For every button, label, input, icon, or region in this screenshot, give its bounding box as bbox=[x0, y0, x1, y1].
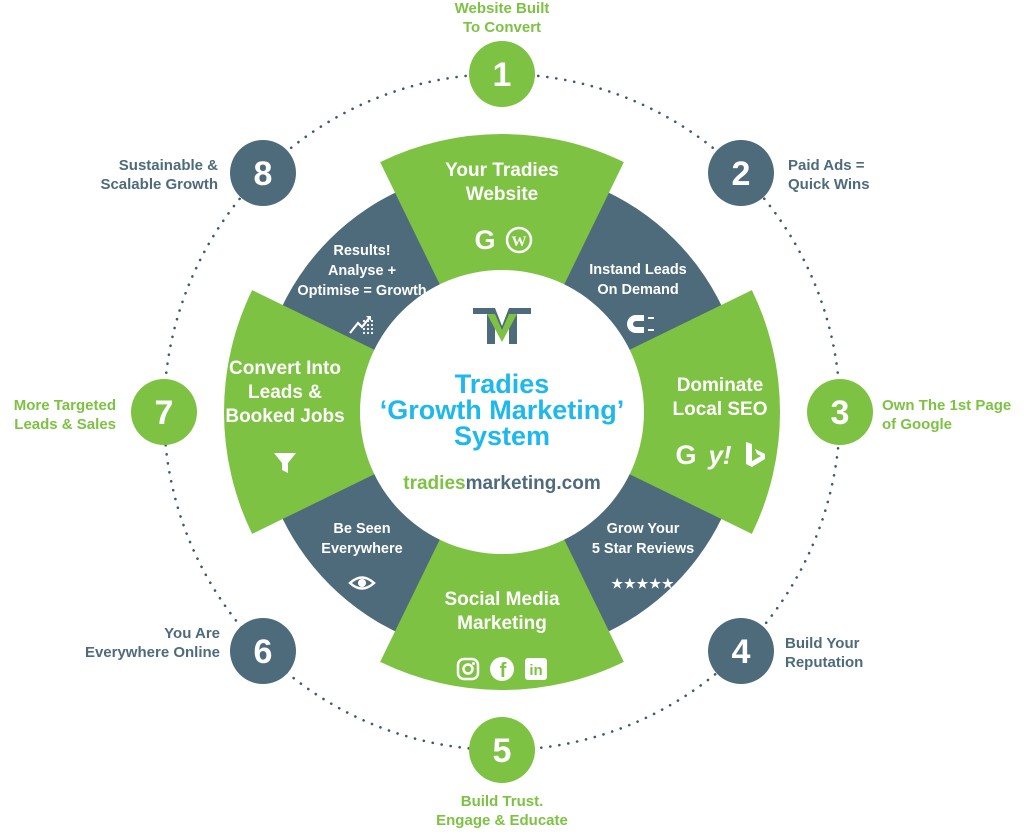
step-2-label-line-2: Quick Wins bbox=[788, 176, 870, 193]
tm-logo bbox=[473, 308, 531, 344]
step-4-number: 4 bbox=[732, 633, 751, 671]
segment-4-title-line-2: 5 Star Reviews bbox=[592, 541, 694, 557]
segment-7-title-line-1: Convert Into bbox=[229, 358, 341, 379]
segment-5-title-line-1: Social Media bbox=[444, 589, 560, 610]
step-8-label-line-2: Scalable Growth bbox=[100, 176, 218, 193]
step-8-label-line-1: Sustainable & bbox=[119, 157, 218, 174]
svg-text:y!: y! bbox=[706, 440, 731, 470]
segment-6-title-line-2: Everywhere bbox=[321, 541, 402, 557]
step-4-label-line-1: Build Your bbox=[785, 635, 860, 652]
center-domain: tradiesmarketing.com bbox=[403, 473, 600, 494]
google-icon: G bbox=[474, 225, 495, 255]
segment-7-title-line-3: Booked Jobs bbox=[225, 406, 344, 427]
yahoo-icon: y! bbox=[706, 440, 731, 470]
segment-2-title-line-2: On Demand bbox=[597, 282, 678, 298]
wheel-segment-5 bbox=[380, 501, 624, 691]
magnet-icon bbox=[627, 315, 654, 333]
svg-text:G: G bbox=[675, 440, 696, 470]
center-circle bbox=[360, 270, 644, 554]
center-title-line-2: ‘Growth Marketing’ bbox=[380, 395, 625, 425]
step-6-badge bbox=[229, 618, 296, 685]
step-7-number: 7 bbox=[155, 394, 174, 432]
step-4-label-line-2: Reputation bbox=[785, 654, 863, 671]
step-3-label-line-2: of Google bbox=[882, 416, 952, 433]
segment-7-title-line-2: Leads & bbox=[248, 382, 322, 403]
segment-2-title-line-1: Instand Leads bbox=[589, 262, 687, 278]
svg-text:in: in bbox=[529, 662, 542, 679]
domain-part-marketing: marketing.com bbox=[466, 473, 601, 494]
segment-4-title-line-1: Grow Your bbox=[607, 521, 680, 537]
step-1-label-line-2: To Convert bbox=[463, 19, 541, 36]
step-badges: 1 Website Built To Convert 2 Paid Ads = Quick… bbox=[14, 0, 1011, 829]
step-5-label-line-2: Engage & Educate bbox=[436, 812, 568, 829]
svg-text:★★★★★: ★★★★★ bbox=[611, 576, 674, 591]
facebook-icon: f bbox=[490, 657, 514, 682]
step-1-number: 1 bbox=[493, 56, 512, 94]
step-6-label-line-1: You Are bbox=[164, 625, 220, 642]
eye-icon bbox=[348, 576, 376, 590]
step-8-badge bbox=[229, 139, 296, 206]
segment-6-title-line-1: Be Seen bbox=[333, 521, 390, 537]
step-5-badge bbox=[469, 717, 535, 783]
growth-chart-icon bbox=[349, 316, 374, 335]
segment-8-title-line-2: Analyse + bbox=[328, 263, 396, 279]
step-5-label-line-1: Build Trust. bbox=[461, 793, 544, 810]
wordpress-icon: W bbox=[505, 226, 533, 254]
svg-text:W: W bbox=[512, 234, 527, 250]
step-8-number: 8 bbox=[254, 155, 273, 193]
step-7-label-line-1: More Targeted bbox=[14, 397, 116, 414]
svg-text:G: G bbox=[474, 225, 495, 255]
step-1-label-line-1: Website Built bbox=[455, 0, 550, 17]
wheel-segment-3 bbox=[591, 290, 780, 534]
center-title-line-3: System bbox=[454, 421, 550, 451]
segment-1-title-line-1: Your Tradies bbox=[445, 160, 559, 181]
wheel-segment-1 bbox=[380, 134, 624, 323]
linkedin-icon: in bbox=[525, 658, 547, 680]
step-3-label-line-1: Own The 1st Page bbox=[882, 397, 1011, 414]
funnel-icon bbox=[274, 453, 296, 473]
step-2-label-line-1: Paid Ads = bbox=[788, 157, 865, 174]
svg-text:f: f bbox=[500, 660, 507, 682]
domain-part-tradies: tradies bbox=[403, 473, 465, 494]
step-3-number: 3 bbox=[831, 394, 850, 432]
segment-8-title-line-3: Optimise = Growth bbox=[297, 283, 426, 299]
google-icon: G bbox=[675, 440, 696, 470]
step-6-label-line-2: Everywhere Online bbox=[85, 644, 220, 661]
segment-5-title-line-2: Marketing bbox=[457, 613, 547, 634]
step-1-badge bbox=[469, 41, 535, 107]
segment-8-title-line-1: Results! bbox=[333, 243, 390, 259]
step-4-badge bbox=[708, 618, 775, 685]
five-stars-icon: ★★★★★ bbox=[611, 576, 674, 591]
step-5-number: 5 bbox=[493, 732, 512, 770]
step-6-number: 6 bbox=[254, 633, 273, 671]
segment-3-title-line-2: Local SEO bbox=[672, 399, 767, 420]
step-7-badge bbox=[131, 379, 197, 445]
segment-3-title-line-1: Dominate bbox=[677, 375, 764, 396]
step-2-badge bbox=[708, 139, 775, 206]
step-2-number: 2 bbox=[732, 155, 751, 193]
step-7-label-line-2: Leads & Sales bbox=[14, 416, 116, 433]
wheel-segment-7 bbox=[224, 290, 413, 534]
center-title-line-1: Tradies bbox=[455, 369, 550, 399]
segment-1-title-line-2: Website bbox=[466, 184, 539, 205]
instagram-icon bbox=[456, 657, 480, 681]
bing-icon bbox=[746, 442, 765, 467]
step-3-badge bbox=[807, 379, 873, 445]
